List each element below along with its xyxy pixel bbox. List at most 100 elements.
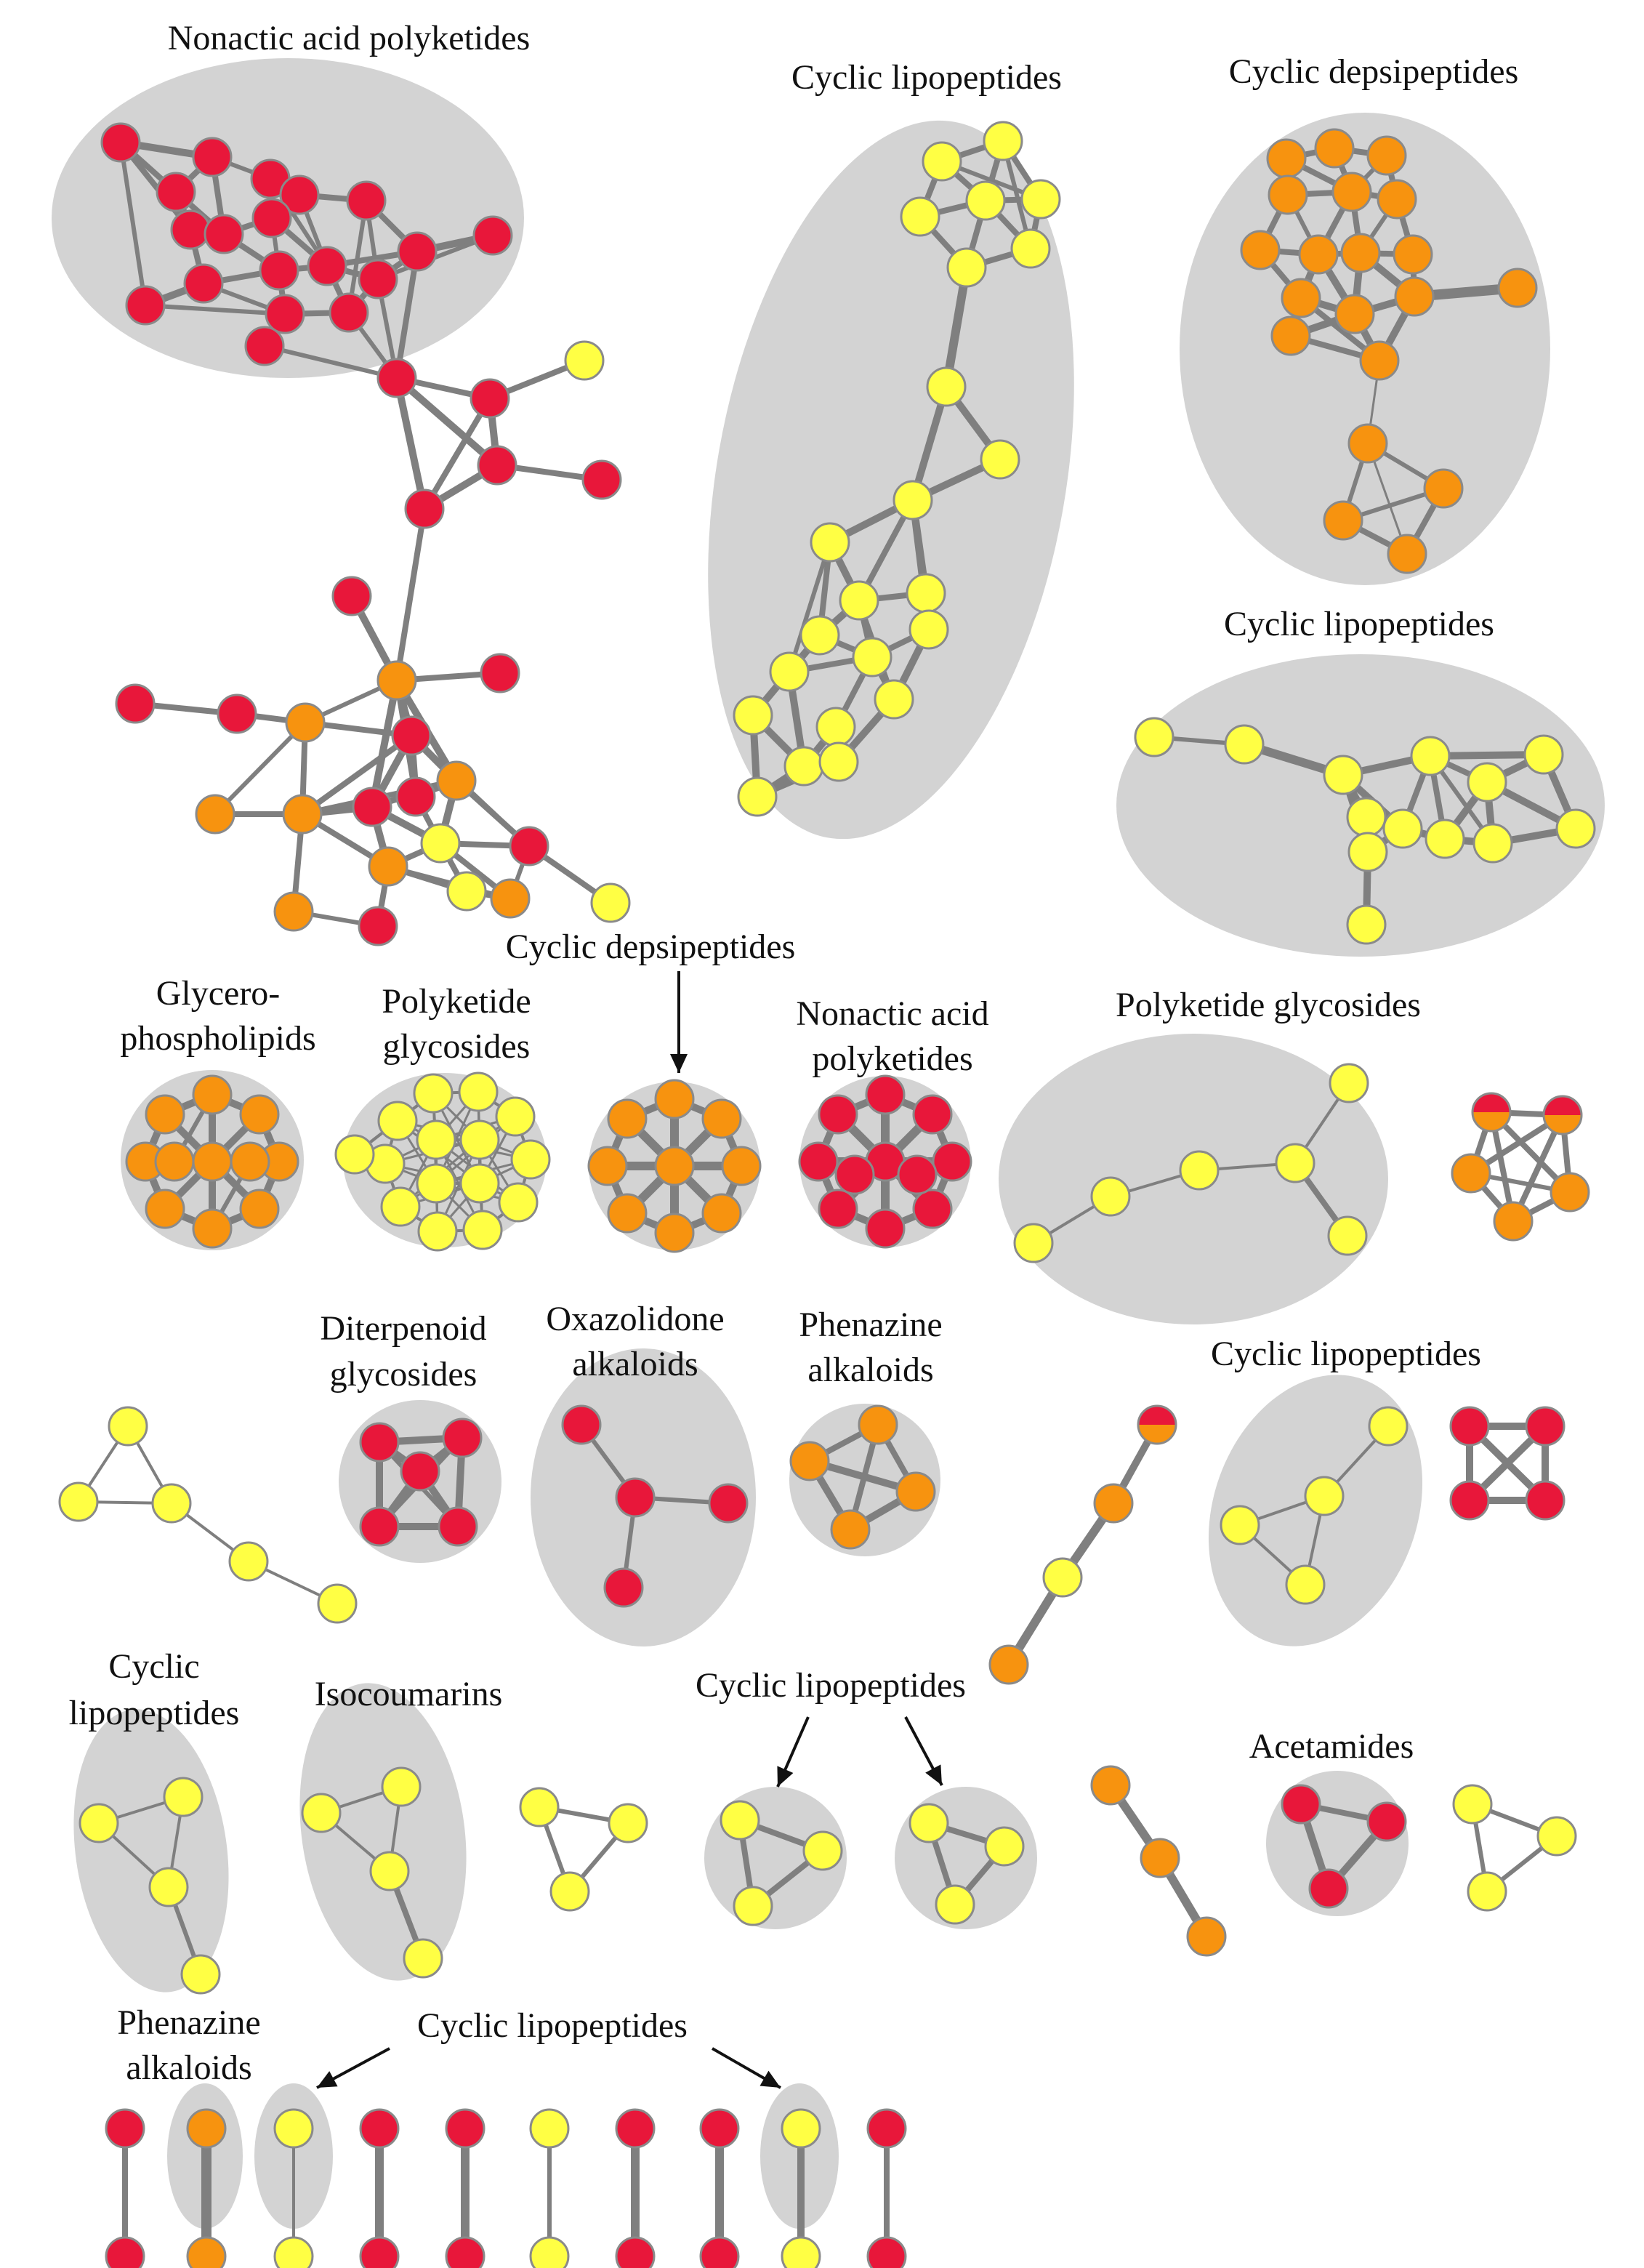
- cyclic-lipo-top-network-edge-137: [787, 540, 832, 674]
- cyclic-lipo-top-network-node-55: [810, 522, 850, 563]
- arrow-cyclic-lipo-row4-a-head: [777, 1766, 794, 1787]
- pair-row5-8-node-231: [781, 2236, 821, 2268]
- cyclic-lipo-row4-network-node-188: [163, 1777, 204, 1817]
- polyketide-gly-network-node-117: [462, 1210, 503, 1250]
- cyclic-lipo-right-network-node-97: [1472, 823, 1513, 864]
- pair-row5-0-node-215: [105, 2236, 145, 2268]
- label-cyclic-lipopeptides-row5: Cyclic lipopeptides: [417, 2006, 688, 2045]
- cyclic-lipo-top-network-node-57: [839, 580, 879, 621]
- isocoumarins-network-node-193: [381, 1766, 422, 1807]
- cyclic-depsi-top-network-node-77: [1393, 234, 1433, 275]
- label-polyketide-glycosides-wide: Polyketide glycosides: [1116, 986, 1421, 1024]
- arrow-cyclic-lipo-row4-b-head: [925, 1764, 942, 1785]
- nonactic-top-network-node-42: [358, 906, 398, 946]
- label-cyclic-lipopeptides-row3: Cyclic lipopeptides: [1211, 1335, 1481, 1373]
- mixed-pentagon-network-node-157: [1493, 1201, 1534, 1242]
- pair-row5-7-node-229: [699, 2236, 740, 2268]
- nonactic-top-network-node-23: [581, 459, 622, 500]
- glycero-network-node-102: [239, 1094, 280, 1135]
- polyketide-gly-wide-network-node-148: [1090, 1176, 1131, 1217]
- diterpenoid-network-node-165: [400, 1451, 440, 1492]
- cyclic-lipo-row4-a-network-node-201: [733, 1886, 773, 1926]
- cyclic-lipo-top-network-edge-106: [942, 263, 971, 391]
- label-nonactic-acid-polyketides-mid-line1: Nonactic acid: [796, 994, 988, 1033]
- cyclic-lipo-right-network-node-96: [1467, 762, 1507, 803]
- polyketide-gly-network-node-115: [510, 1139, 551, 1180]
- orange-chain-row4-network-node-206: [1140, 1838, 1180, 1878]
- cyclic-lipo-top-network-node-56: [906, 573, 946, 614]
- glycero-network-node-105: [192, 1208, 233, 1249]
- cyclic-lipo-top-network-node-63: [733, 695, 773, 736]
- nonactic-top-network-node-34: [395, 776, 436, 817]
- cyclic-lipo-top-network-node-65: [783, 746, 824, 787]
- label-cyclic-lipopeptides-row4-center: Cyclic lipopeptides: [696, 1666, 966, 1705]
- cyclic-depsi-top-network-node-78: [1281, 278, 1321, 318]
- cyclic-lipo-right-network-node-88: [1134, 717, 1174, 757]
- cyclic-lipo-right-network-node-100: [1346, 904, 1387, 945]
- pair-row5-9-node-233: [866, 2236, 907, 2268]
- red-square-network-node-186: [1449, 1480, 1490, 1521]
- cyclic-lipo-top-network-node-45: [922, 141, 962, 182]
- diagonal-chain-network-node-176: [1137, 1404, 1177, 1445]
- cyclic-lipo-row3-network-node-180: [1368, 1406, 1409, 1447]
- cyclic-lipo-row4-b-network-node-202: [908, 1803, 949, 1843]
- nonactic-top-network-node-2: [156, 172, 196, 212]
- cyclic-lipo-row3-network-node-182: [1220, 1505, 1260, 1545]
- cyclic-depsi-top-network-node-85: [1423, 468, 1464, 509]
- pair-row5-1-node-217: [186, 2236, 227, 2268]
- cyclic-lipo-right-network-node-93: [1346, 797, 1387, 837]
- label-cyclic-lipopeptides-top: Cyclic lipopeptides: [791, 58, 1062, 97]
- pair-row5-2-node-218: [273, 2108, 314, 2149]
- nonactic-mid-network-node-139: [912, 1189, 953, 1229]
- label-cyclic-lipopeptides-row4-line2: lipopeptides: [69, 1694, 240, 1732]
- nonactic-top-network-node-1: [192, 137, 233, 177]
- cyclic-depsi-top-network-node-84: [1347, 423, 1388, 464]
- cyclic-depsi-top-network-node-81: [1394, 276, 1435, 317]
- nonactic-mid-network-node-146: [897, 1154, 938, 1195]
- nonactic-top-network-node-36: [420, 823, 461, 864]
- polyketide-gly-wide-network-node-149: [1179, 1150, 1220, 1191]
- cyclic-depsi-top-network-node-87: [1387, 534, 1427, 574]
- cyclic-depsi-top-network-node-69: [1314, 128, 1355, 169]
- nonactic-top-network-node-16: [265, 294, 305, 334]
- cyclic-lipo-right-network-node-99: [1347, 832, 1388, 872]
- nonactic-top-network-node-28: [217, 693, 257, 734]
- yellow-triangle-row4-right-network-node-213: [1467, 1871, 1507, 1912]
- cyclic-lipo-top-network-node-50: [1010, 228, 1051, 269]
- label-phenazine-alkaloids-line1: Phenazine: [799, 1306, 942, 1344]
- label-polyketide-glycosides-line2: glycosides: [383, 1027, 531, 1066]
- yellow-triangle-row4-right-network-node-211: [1452, 1784, 1493, 1825]
- nonactic-top-network-node-5: [346, 180, 387, 221]
- nonactic-top-network-node-29: [285, 702, 326, 743]
- pair-row5-6-node-226: [615, 2108, 656, 2149]
- cyclic-lipo-row4-network-node-190: [148, 1867, 189, 1907]
- orange-chain-row4-network-node-207: [1186, 1916, 1227, 1957]
- nonactic-top-network-node-38: [195, 794, 235, 835]
- network-nodes: [58, 121, 1596, 2268]
- nonactic-top-network-node-33: [352, 787, 392, 827]
- cyclic-lipo-top-network-node-61: [769, 651, 810, 692]
- cyclic-lipo-row4-b-network-node-204: [935, 1884, 975, 1925]
- polyketide-gly-network-node-119: [380, 1186, 421, 1227]
- cyclic-lipo-right-network-node-92: [1523, 734, 1564, 775]
- cyclic-lipo-right-network-node-90: [1323, 755, 1363, 795]
- nonactic-top-network-node-18: [244, 326, 285, 366]
- label-glycerophospholipids-line1: Glycero-: [156, 974, 281, 1013]
- nonactic-top-network-edge-39: [143, 303, 287, 316]
- nonactic-mid-network-node-142: [798, 1141, 839, 1182]
- polyketide-gly-wide-network-node-147: [1013, 1223, 1054, 1263]
- yellow-triangle-row4-right-network-node-212: [1536, 1816, 1577, 1857]
- polyketide-gly-wide-network-node-152: [1327, 1215, 1368, 1256]
- cyclic-depsi-mid-network-node-134: [607, 1098, 648, 1139]
- pair-row5-8-node-230: [781, 2108, 821, 2149]
- glycero-network-node-109: [192, 1141, 233, 1182]
- glycero-network-node-111: [230, 1141, 270, 1182]
- yellow-chain-row3-network-node-161: [228, 1541, 269, 1582]
- nonactic-mid-network-node-140: [865, 1208, 906, 1249]
- nonactic-top-network-edge-47: [422, 395, 493, 512]
- phenazine-network-node-173: [789, 1441, 830, 1481]
- nonactic-mid-network-node-137: [912, 1094, 953, 1135]
- nonactic-top-network-node-11: [125, 285, 166, 326]
- nonactic-top-network-node-20: [470, 378, 510, 419]
- polyketide-gly-network-node-113: [458, 1071, 499, 1112]
